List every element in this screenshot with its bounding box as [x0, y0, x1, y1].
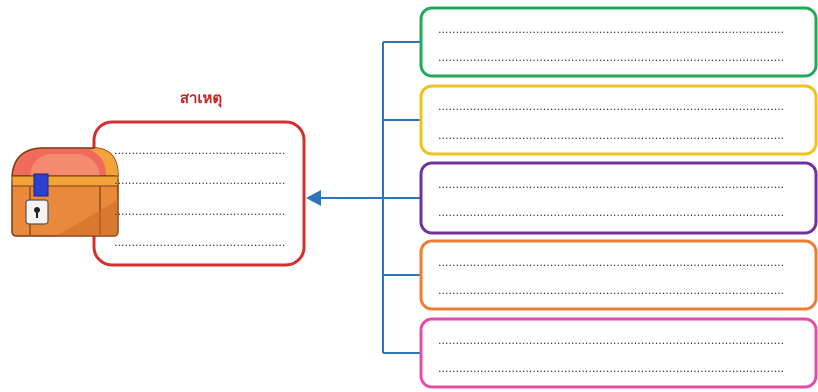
factor-box-1 [419, 6, 818, 78]
cause-line-3[interactable]: ........................................… [114, 205, 286, 218]
factor-2-line-1[interactable]: ........................................… [438, 100, 785, 113]
cause-line-1[interactable]: ........................................… [114, 144, 286, 157]
factor-box-2 [419, 84, 818, 156]
factor-box-5 [419, 317, 818, 389]
factor-1-line-1[interactable]: ........................................… [438, 23, 785, 36]
factor-box-4 [419, 239, 818, 311]
factor-5-line-2[interactable]: ........................................… [438, 362, 785, 375]
factor-3-line-1[interactable]: ........................................… [438, 178, 785, 191]
factor-box-3 [419, 161, 818, 235]
factor-4-line-1[interactable]: ........................................… [438, 256, 785, 269]
treasure-chest-icon [11, 147, 119, 237]
cause-line-4[interactable]: ........................................… [114, 236, 286, 249]
factor-5-line-1[interactable]: ........................................… [438, 334, 785, 347]
factor-4-line-2[interactable]: ........................................… [438, 284, 785, 297]
factor-1-line-2[interactable]: ........................................… [438, 51, 785, 64]
cause-line-2[interactable]: ........................................… [114, 174, 286, 187]
factor-3-line-2[interactable]: ........................................… [438, 206, 785, 219]
factor-2-line-2[interactable]: ........................................… [438, 129, 785, 142]
arrow-left-icon [306, 190, 321, 206]
cause-heading: สาเหตุ [179, 89, 223, 107]
